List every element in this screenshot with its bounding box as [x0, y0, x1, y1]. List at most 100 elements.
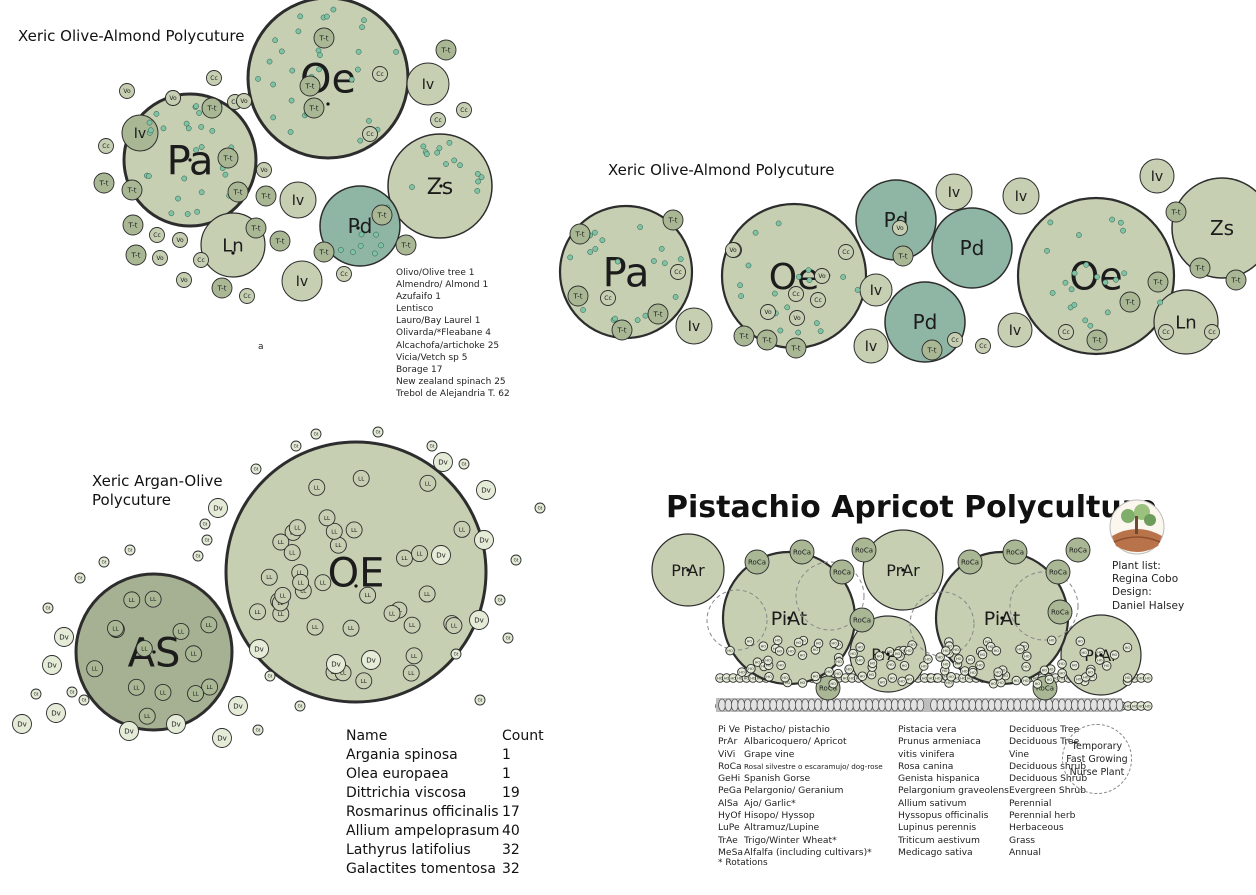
gt-plant [42, 602, 54, 614]
tiny-plant-label: HO [970, 671, 976, 675]
cc-plant-label: Cc [153, 232, 161, 239]
tiny-plant-label: HO [801, 639, 807, 643]
tiny-plant [919, 661, 929, 671]
tt-plant-label: T-t [261, 193, 271, 201]
legend-common: Trigo/Winter Wheat* [744, 834, 837, 846]
plant-name: Galactites tomentosa [346, 860, 496, 877]
tiny-plant-label: HO [994, 649, 1000, 653]
tiny-plant [991, 646, 1002, 656]
tiny-plant-label: HO [744, 676, 750, 680]
legend-type: Grass [1008, 834, 1036, 846]
ll-plant [144, 590, 162, 608]
seedling-dot [266, 58, 273, 65]
rotations-footnote: * Rotations [718, 858, 768, 868]
tt-plant [313, 241, 335, 263]
vo-plant-label: Vo [240, 98, 248, 105]
tiny-plant-label: HO [995, 670, 1001, 674]
hedge-plant [1039, 698, 1047, 712]
ll-plant [127, 678, 145, 696]
tiny-plant [874, 651, 885, 661]
ll-plant [405, 647, 423, 665]
hedge-plant [795, 698, 803, 712]
plan1-list-item: Lauro/Bay Laurel 1 [396, 316, 481, 327]
cc-plant [600, 290, 616, 306]
gt-plant [474, 694, 486, 706]
center-dot [886, 652, 890, 656]
tt-plant [93, 172, 115, 194]
dv-plant [228, 696, 248, 716]
roca-plant [849, 607, 875, 633]
dv-plant [42, 655, 62, 675]
seedling-dot [474, 188, 481, 194]
hedge-plant [852, 698, 861, 712]
tiny-plant-label: HO [915, 676, 921, 680]
plant-name: Allium ampeloprasum [346, 822, 500, 839]
tiny-plant [993, 667, 1003, 677]
tiny-plant-label: HO [1132, 704, 1138, 708]
seedling-dot [651, 258, 657, 264]
tt-plant [611, 319, 633, 341]
plant-count: 19 [502, 784, 520, 801]
seedling-dot [337, 247, 344, 253]
tiny-plant-label: HO [1082, 651, 1088, 655]
tiny-plant-label: HO [980, 653, 986, 657]
tiny-plant-label: HO [925, 657, 931, 661]
gt-plant-label: Gt [538, 505, 543, 510]
tiny-plant [975, 660, 985, 670]
ll-plant-label: LL [278, 540, 285, 546]
cc-plant [1158, 324, 1174, 340]
ll-plant-label: LL [112, 626, 119, 632]
gt-plant [310, 428, 322, 440]
legend-common: Rosal silvestre o escaramujo/ dog-rose [744, 761, 883, 771]
gt-plant [372, 426, 384, 438]
seedling-dot [175, 195, 181, 202]
tt-plant-label: T-t [319, 249, 329, 257]
seedling-dot [198, 124, 205, 130]
gt-plant [502, 632, 514, 644]
seedling-dot [854, 287, 861, 293]
tt-plant [733, 325, 755, 347]
seedling-dot [443, 161, 449, 167]
hedge-plant [878, 698, 886, 712]
cc-plant [98, 138, 114, 154]
tiny-plant-label: HO [849, 676, 855, 680]
seedling-dot [393, 49, 399, 55]
tiny-plant-label: HO [988, 645, 994, 649]
gt-plant [450, 648, 462, 660]
ll-plant-label: LL [314, 485, 321, 491]
legend-latin: Medicago sativa [898, 846, 973, 858]
dv-plant-label: Dv [474, 617, 484, 625]
tt-plant-label: T-t [1195, 265, 1205, 273]
tt-plant [125, 244, 147, 266]
center-dot [1099, 653, 1103, 657]
tiny-plant-label: HO [761, 644, 767, 648]
cc-plant [838, 244, 854, 260]
tiny-plant-label: HO [955, 662, 961, 666]
iv-plant-label: Iv [134, 126, 146, 142]
cc-plant-label: Cc [210, 75, 218, 82]
seedling-dot [587, 249, 594, 255]
gt-plant [426, 440, 438, 452]
plan1-list-item: Azufaifo 1 [396, 292, 442, 303]
seedling-dot [1083, 261, 1090, 268]
hedge-plant [1051, 698, 1060, 712]
gt-plant-label: Gt [314, 431, 319, 436]
tiny-plant [1122, 642, 1133, 653]
legend-type: Vine [1008, 748, 1030, 760]
tiny-plant-label: HO [943, 662, 949, 666]
ll-plant [283, 544, 301, 562]
tt-plant [1165, 201, 1187, 223]
tt-plant [371, 204, 393, 226]
cc-plant-label: Cc [814, 297, 822, 304]
hedge-plant [871, 698, 880, 712]
gt-plant [294, 700, 306, 712]
iv-plant-label: Iv [870, 283, 882, 299]
tiny-plant-label: HO [1139, 704, 1145, 708]
tiny-plant [764, 672, 774, 682]
tiny-plant [1143, 701, 1153, 711]
tiny-plant [1039, 665, 1050, 676]
roca-plant [744, 549, 770, 575]
